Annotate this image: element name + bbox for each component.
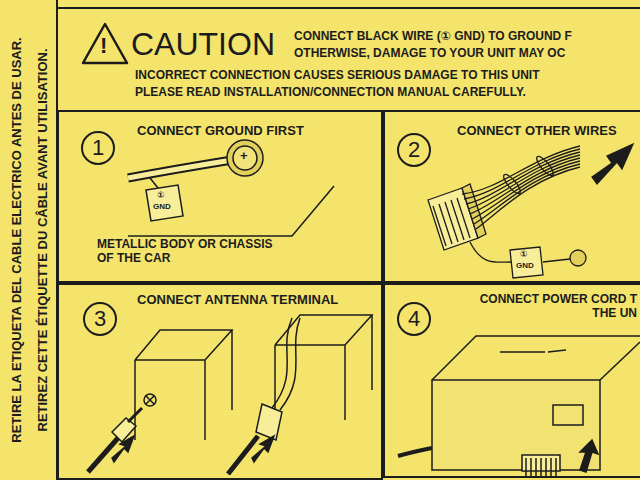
polarity-mark: + bbox=[240, 149, 248, 163]
removal-note: RETIREZ CETTE ÉTIQUETTE DU CÂBLE AVANT U… bbox=[36, 48, 50, 431]
antenna-illustration bbox=[88, 315, 372, 474]
step-note: METALLIC BODY OR CHASSIS OF THE CAR bbox=[97, 238, 287, 266]
step-number: 1 bbox=[81, 131, 115, 165]
step-number: 2 bbox=[408, 139, 420, 161]
tag-number: ① bbox=[157, 191, 165, 201]
caution-text: CONNECT BLACK WIRE (① GND) TO GROUND F bbox=[294, 30, 572, 43]
step-heading: CONNECT OTHER WIRES bbox=[457, 124, 617, 139]
ground-illustration bbox=[128, 140, 334, 236]
warning-mark: ! bbox=[100, 34, 107, 58]
step-panel: CONNECT POWER CORD T THE UN 4 bbox=[383, 283, 640, 478]
caution-title: CAUTION bbox=[131, 27, 275, 62]
frame-top bbox=[57, 7, 640, 9]
step-number: 3 bbox=[94, 308, 106, 330]
step-heading: CONNECT GROUND FIRST bbox=[137, 124, 304, 139]
caution-text: PLEASE READ INSTALLATION/CONNECTION MANU… bbox=[135, 86, 526, 99]
step-number: 4 bbox=[397, 302, 431, 336]
step-number: 3 bbox=[83, 302, 117, 336]
head-unit-illustration bbox=[398, 336, 640, 478]
step-heading: CONNECT ANTENNA TERMINAL bbox=[137, 293, 338, 308]
caution-text: INCORRECT CONNECTION CAUSES SERIOUS DAMA… bbox=[135, 69, 539, 82]
step-number: 1 bbox=[92, 137, 104, 159]
step-panel: CONNECT OTHER WIRES 2 bbox=[383, 110, 640, 283]
removal-note: RETIRE LA ETIQUETA DEL CABLE ELECTRICO A… bbox=[10, 37, 24, 442]
direction-arrow bbox=[592, 144, 633, 184]
tag-text: GND bbox=[153, 203, 171, 212]
step-panel: CONNECT ANTENNA TERMINAL 3 bbox=[57, 283, 383, 480]
tag-text: GND bbox=[516, 262, 534, 271]
warning-triangle bbox=[83, 24, 127, 63]
wire-harness-illustration bbox=[428, 144, 633, 278]
step-heading: CONNECT POWER CORD T THE UN bbox=[457, 293, 637, 321]
step-number: 4 bbox=[408, 308, 420, 330]
caution-text: OTHERWISE, DAMAGE TO YOUR UNIT MAY OC bbox=[294, 47, 565, 60]
step-number: 2 bbox=[397, 133, 431, 167]
tag-number: ① bbox=[520, 250, 528, 260]
step-panel: CONNECT GROUND FIRST METALLIC BODY OR CHA… bbox=[57, 110, 383, 283]
